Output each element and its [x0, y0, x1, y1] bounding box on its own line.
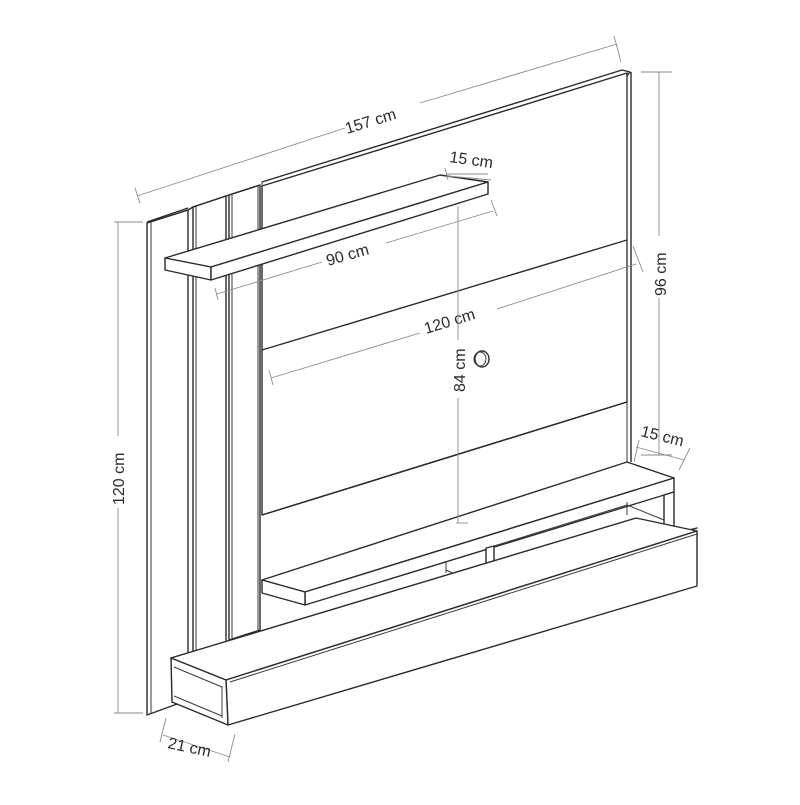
dimension-21-cm: 21 cm — [159, 717, 236, 763]
label-120-cm-total: 120 cm — [111, 453, 128, 505]
label-84-cm: 84 cm — [452, 348, 469, 392]
dimension-15-cm-top: 15 cm — [444, 149, 494, 181]
dimension-96-cm: 96 cm — [641, 71, 672, 456]
dimension-120-cm-total: 120 cm — [111, 221, 143, 714]
cable-hole-icon — [473, 350, 490, 368]
label-96-cm: 96 cm — [653, 252, 670, 296]
left-slats — [146, 184, 261, 716]
label-157-cm: 157 cm — [343, 106, 398, 138]
low-cabinet — [170, 517, 698, 726]
label-15-cm-cabinet: 15 cm — [639, 423, 685, 450]
label-15-cm-top: 15 cm — [448, 149, 494, 172]
label-21-cm: 21 cm — [166, 735, 212, 761]
back-panel — [261, 69, 632, 516]
dimension-15-cm-cabinet: 15 cm — [633, 423, 691, 471]
top-shelf — [164, 174, 489, 281]
dimension-84-cm: 84 cm — [452, 206, 469, 524]
